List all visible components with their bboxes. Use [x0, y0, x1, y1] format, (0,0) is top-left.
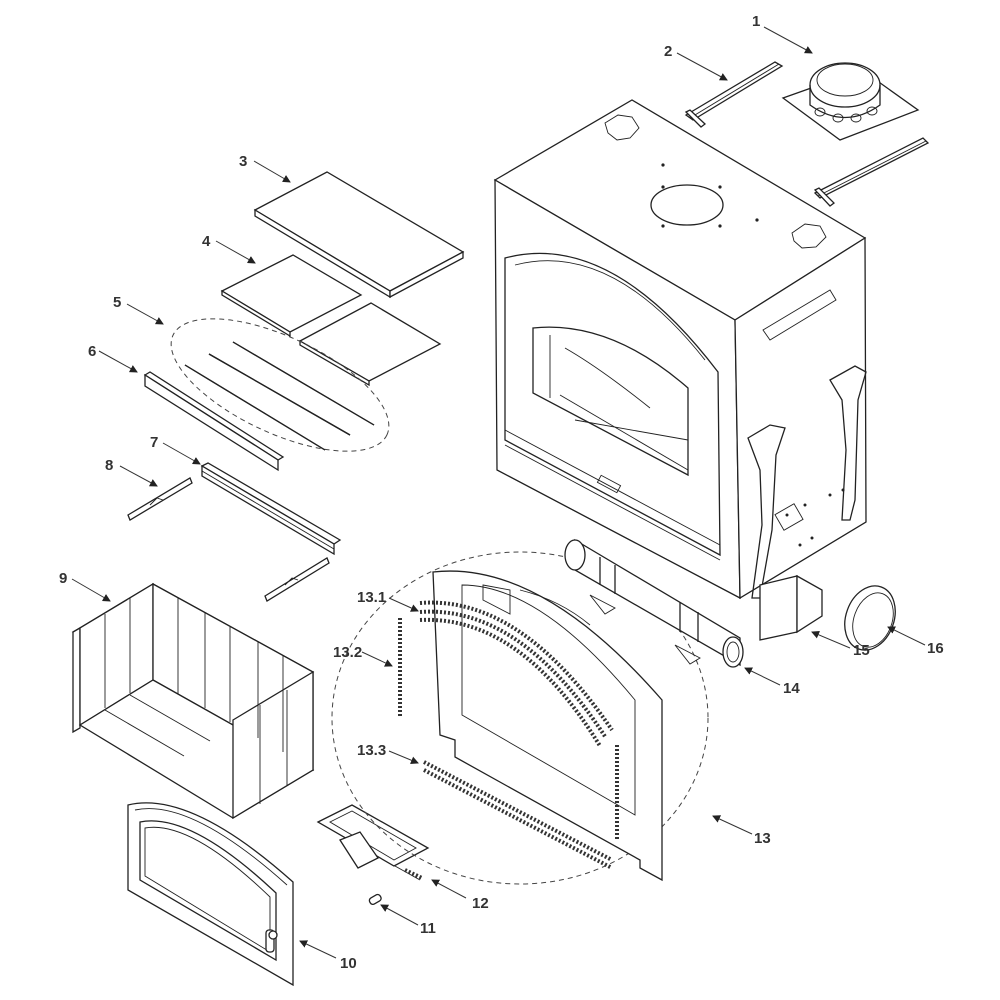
callout-labels: 1 2 3 4 5 6 7 8 9 10 11 12 13 13.1 13.2 …: [59, 13, 944, 972]
callout-13-1: 13.1: [357, 589, 386, 606]
part-6-front-support: [143, 371, 285, 472]
top-vent-right: [791, 223, 827, 249]
callout-11: 11: [420, 920, 436, 937]
side-handle-2: [829, 365, 867, 521]
top-vent-left: [604, 114, 640, 141]
callout-13-2: 13.2: [333, 644, 362, 661]
part-9-firebrick-liner: [71, 582, 315, 820]
callout-13: 13: [754, 830, 771, 847]
callout-12: 12: [472, 895, 489, 912]
part-13-surround: [331, 551, 709, 885]
side-handle-1: [747, 424, 786, 599]
callout-2: 2: [664, 43, 672, 60]
part-14-blower: [564, 538, 744, 668]
part-15-air-bracket: [759, 574, 823, 641]
part-1-flue-collar: [781, 62, 920, 141]
callout-leaders: [71, 26, 926, 959]
callout-15: 15: [853, 642, 870, 659]
callout-13-3: 13.3: [357, 742, 386, 759]
callout-5: 5: [113, 294, 121, 311]
part-11-fitting: [368, 893, 382, 906]
callout-6: 6: [88, 343, 96, 360]
part-10-door: [127, 802, 294, 987]
callout-7: 7: [150, 434, 158, 451]
part-7-bottom-rail: [200, 462, 342, 556]
callout-4: 4: [202, 233, 211, 250]
callout-14: 14: [783, 680, 800, 697]
callout-3: 3: [239, 153, 247, 170]
callout-16: 16: [927, 640, 944, 657]
part-3-baffle-board: [253, 171, 465, 299]
part-8-side-brackets: [127, 477, 330, 602]
top-flue-opening: [650, 184, 724, 226]
part-5-air-tubes: [170, 318, 390, 452]
part-4-baffle-boards: [220, 254, 442, 387]
firebox-body: [493, 99, 867, 600]
part-16-air-collar: [844, 585, 896, 651]
callout-10: 10: [340, 955, 357, 972]
part-2-top-rails: [684, 61, 930, 207]
callout-1: 1: [752, 13, 760, 30]
callout-8: 8: [105, 457, 113, 474]
part-12-air-control: [316, 804, 430, 881]
callout-9: 9: [59, 570, 67, 587]
